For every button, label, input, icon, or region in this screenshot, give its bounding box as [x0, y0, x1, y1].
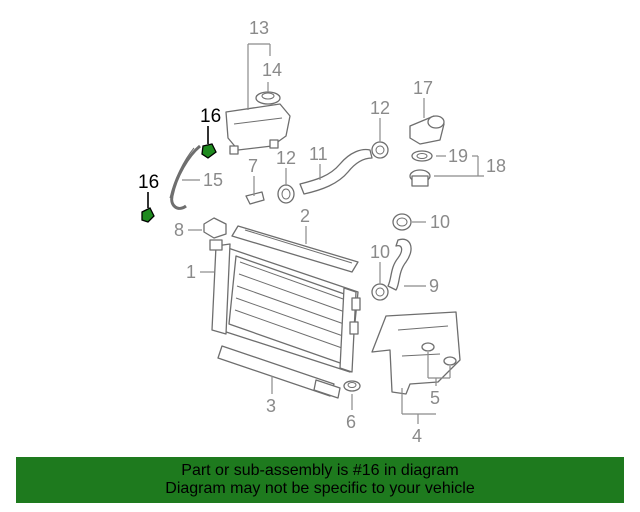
drain-plug	[343, 380, 361, 392]
callout-16-lower: 16	[138, 172, 159, 193]
callout-3: 3	[266, 396, 276, 416]
callout-16-upper: 16	[200, 106, 221, 127]
parts-diagram: 13 14 16 16 15 12 12 11 7 17 19 18 10 10…	[138, 18, 506, 446]
callout-12-left: 12	[276, 148, 296, 168]
banner-line-1: Part or sub-assembly is #16 in diagram	[181, 462, 459, 479]
banner-line-2: Diagram may not be specific to your vehi…	[165, 480, 475, 497]
leader-lines	[147, 43, 484, 424]
upper-hose	[299, 148, 373, 195]
callout-1: 1	[186, 262, 196, 282]
coolant-reservoir	[225, 103, 291, 155]
callout-numbers: 13 14 16 16 15 12 12 11 7 17 19 18 10 10…	[138, 18, 506, 446]
callout-17: 17	[413, 78, 433, 98]
clamp-12-left	[277, 184, 295, 204]
callout-4: 4	[412, 426, 422, 446]
callout-18: 18	[486, 156, 506, 176]
callout-13: 13	[249, 18, 269, 38]
hose-clamp-lower	[371, 283, 389, 301]
lower-baffle	[217, 345, 341, 399]
thermostat	[409, 169, 431, 187]
overflow-hose	[169, 144, 201, 210]
callout-15: 15	[203, 170, 223, 190]
callout-19: 19	[448, 146, 468, 166]
hose-clamp-upper	[392, 213, 412, 231]
callout-8: 8	[174, 220, 184, 240]
bracket	[245, 191, 265, 205]
shroud-clips	[421, 342, 457, 366]
thermostat-gasket	[411, 150, 433, 162]
callout-12-right: 12	[370, 98, 390, 118]
part-16-clip-upper	[201, 143, 217, 159]
callout-14: 14	[262, 60, 282, 80]
thermostat-housing	[409, 115, 445, 145]
lower-hose	[387, 238, 412, 291]
callout-10-upper: 10	[430, 212, 450, 232]
radiator-cap	[203, 217, 227, 239]
upper-baffle	[231, 225, 359, 273]
callout-11: 11	[309, 144, 328, 164]
callout-6: 6	[346, 412, 356, 432]
fan-shroud	[371, 311, 461, 395]
radiator	[209, 239, 361, 373]
clamp-12-right	[371, 141, 389, 159]
callout-9: 9	[429, 276, 439, 296]
info-banner: Part or sub-assembly is #16 in diagram D…	[16, 457, 624, 503]
callout-10-lower: 10	[370, 242, 390, 262]
callout-2: 2	[300, 206, 310, 226]
callout-7: 7	[248, 156, 258, 176]
callout-5: 5	[430, 388, 440, 408]
reservoir-cap	[255, 91, 281, 105]
part-16-clip-lower	[141, 207, 155, 223]
